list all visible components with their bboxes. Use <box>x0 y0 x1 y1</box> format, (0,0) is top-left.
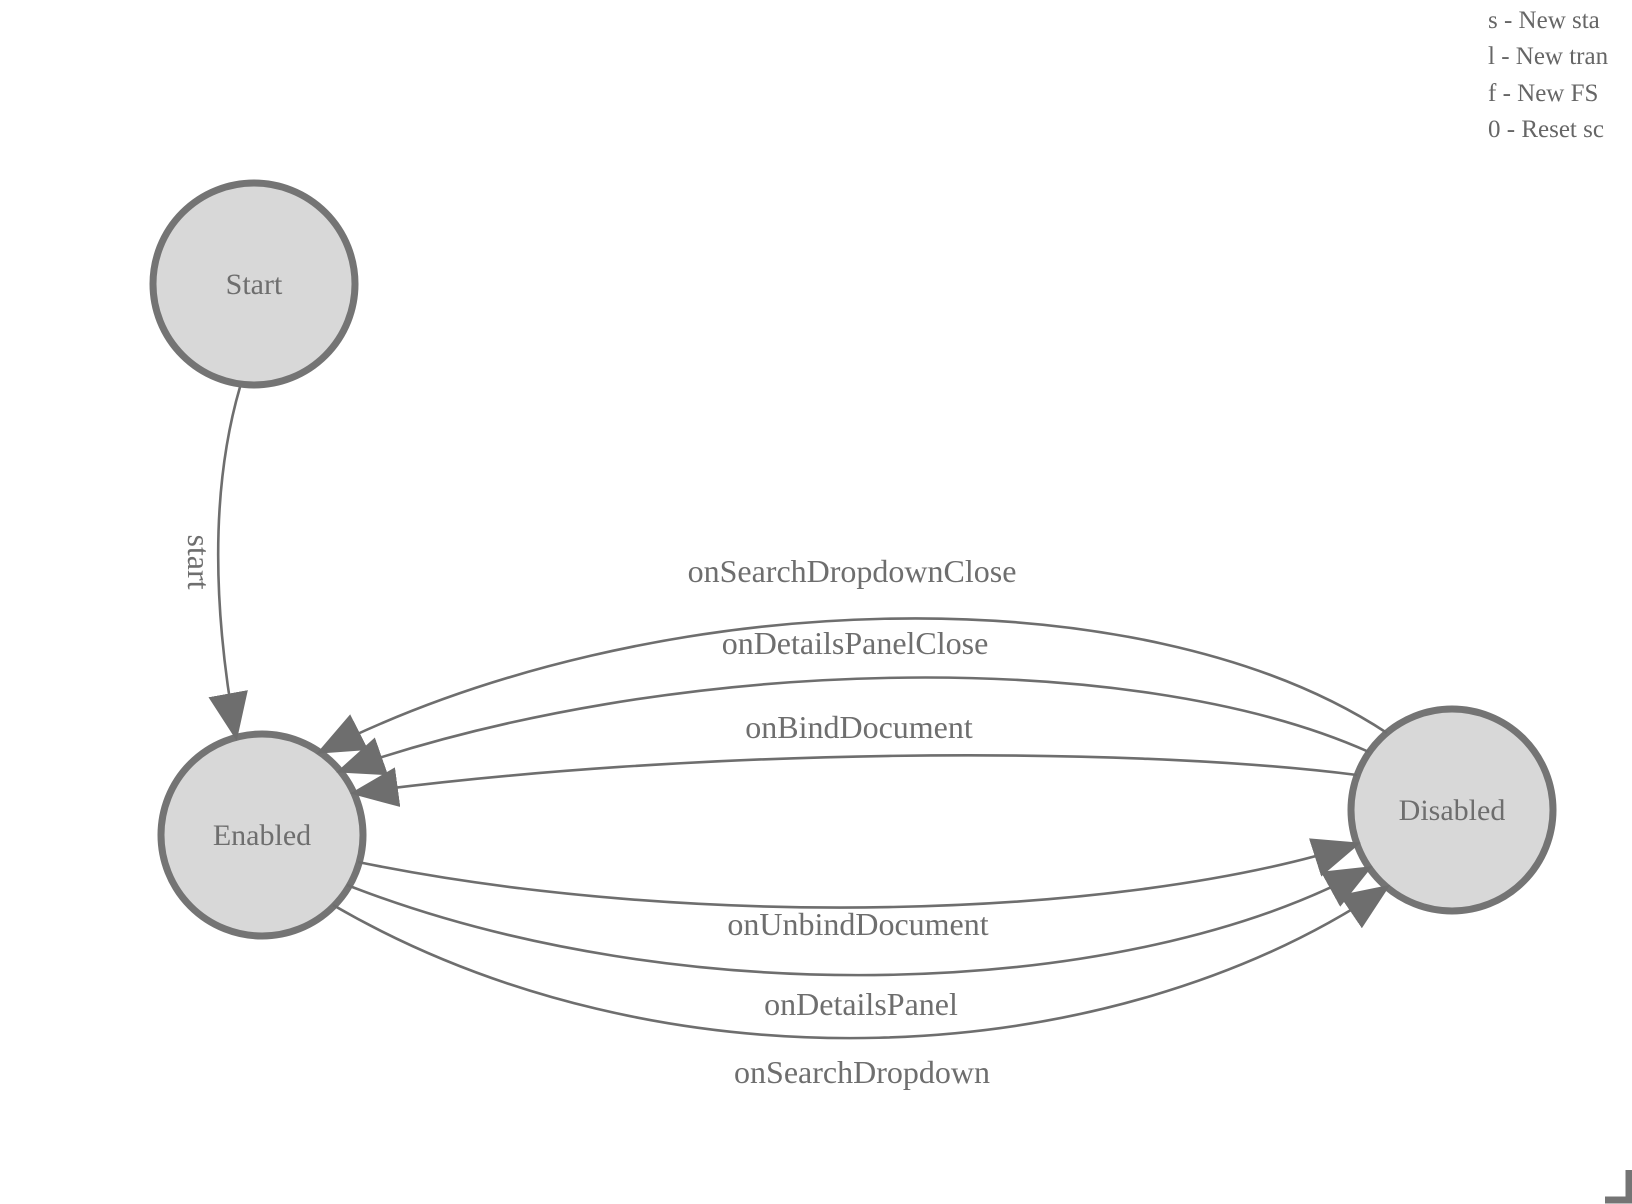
transition-edge-start[interactable] <box>208 386 248 741</box>
state-label-start: Start <box>226 268 283 301</box>
transition-label-start: start <box>181 534 217 589</box>
transition-label-onSearchDropdown: onSearchDropdown <box>734 1054 990 1090</box>
shortcut-new-state: s - New sta <box>1488 7 1600 34</box>
transition-label-onUnbindDocument: onUnbindDocument <box>727 906 988 942</box>
state-label-enabled: Enabled <box>213 819 311 852</box>
transition-edge-onUnbindDocument[interactable] <box>357 838 1361 909</box>
transition-label-onSearchDropdownClose: onSearchDropdownClose <box>688 553 1017 589</box>
state-node-disabled[interactable] <box>1347 705 1557 915</box>
transition-edge-onBindDocument[interactable] <box>350 754 1358 807</box>
state-circle-enabled[interactable] <box>157 730 367 940</box>
transition-edge-onDetailsPanelClose[interactable] <box>336 676 1370 776</box>
state-circle-start[interactable] <box>149 179 359 389</box>
shortcut-new-transition: l - New tran <box>1488 43 1609 70</box>
transition-edge-onSearchDropdownClose[interactable] <box>316 617 1388 754</box>
transition-edge-onSearchDropdown[interactable] <box>332 884 1391 1040</box>
state-label-disabled: Disabled <box>1399 794 1506 827</box>
transition-label-onDetailsPanel: onDetailsPanel <box>764 986 958 1022</box>
shortcut-new-fsm: f - New FS <box>1488 80 1598 107</box>
state-node-enabled[interactable] <box>157 730 367 940</box>
state-circle-disabled[interactable] <box>1347 705 1557 915</box>
frame-corner <box>1605 1170 1632 1204</box>
transition-label-onDetailsPanelClose: onDetailsPanelClose <box>722 625 989 661</box>
transition-edge-onDetailsPanel[interactable] <box>346 866 1373 977</box>
transition-label-onBindDocument: onBindDocument <box>745 709 973 745</box>
shortcut-reset-scale: 0 - Reset sc <box>1488 116 1604 143</box>
state-node-start[interactable] <box>149 179 359 389</box>
shortcut-legend: s - New sta l - New tran f - New FS 0 - … <box>1488 7 1609 143</box>
